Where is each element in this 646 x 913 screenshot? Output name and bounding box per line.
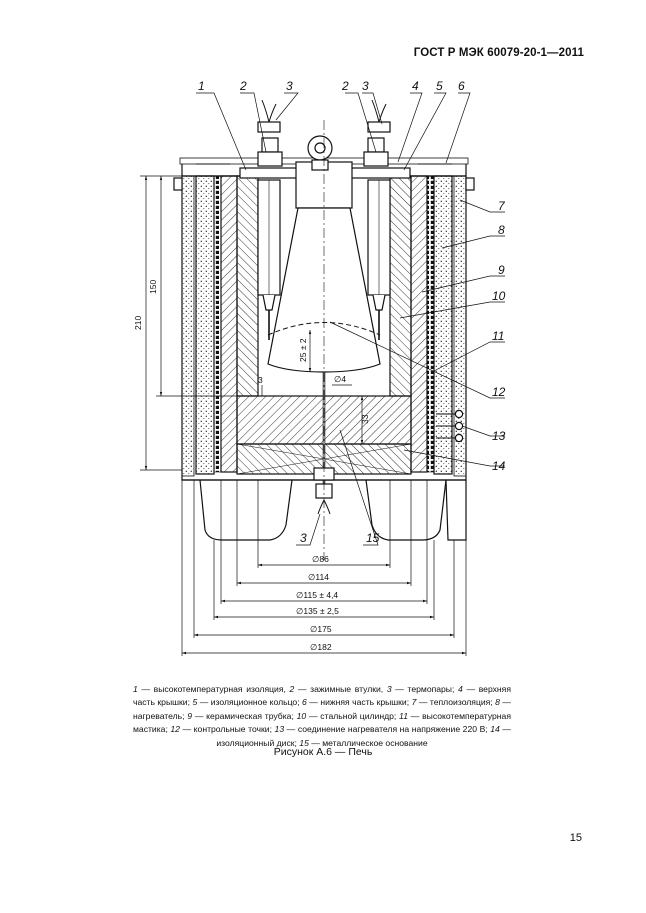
callout-1: 1 bbox=[198, 79, 205, 93]
callout-2-right: 2 bbox=[341, 79, 349, 93]
legend-item-15: 15 — металлическое основание bbox=[299, 737, 428, 748]
callout-4: 4 bbox=[412, 79, 419, 93]
legend-item-3: 3 — термопары; bbox=[386, 684, 459, 694]
callout-2-left: 2 bbox=[239, 79, 247, 93]
legend-item-8: 8 — нагреватель; bbox=[133, 697, 512, 721]
steel-cylinder-right bbox=[389, 175, 412, 397]
figure-title: Рисунок А.6 — Печь bbox=[273, 746, 373, 758]
legend-item-2: 2 — зажимные втулки, bbox=[289, 684, 387, 694]
legend-item-12: 12 — контрольные точки; bbox=[170, 724, 275, 735]
callout-9: 9 bbox=[498, 263, 505, 277]
dim-210: 210 bbox=[133, 316, 143, 330]
legend-item-11: 11 — высокотемпературная мастика; bbox=[133, 710, 511, 735]
dim-33: 33 bbox=[360, 414, 370, 424]
thermal-insulation-left bbox=[195, 175, 215, 475]
thermal-insulation-right bbox=[433, 175, 453, 475]
dim-d4: ∅4 bbox=[334, 374, 346, 384]
callout-3-right: 3 bbox=[362, 79, 369, 93]
legend-item-5: 5 — изоляционное кольцо; bbox=[192, 697, 303, 708]
leader-lines bbox=[196, 92, 505, 546]
dim-d135: ∅135 ± 2,5 bbox=[296, 606, 339, 616]
heater-left bbox=[213, 175, 222, 473]
dim-d115: ∅115 ± 4,4 bbox=[296, 590, 338, 600]
legend-item-1: 1 — высокотемпературная изоляция, bbox=[133, 684, 290, 694]
callout-12: 12 bbox=[492, 385, 506, 399]
legend-item-4: 4 — верхняя часть крышки; bbox=[133, 684, 511, 708]
page-number: 15 bbox=[569, 832, 582, 844]
callout-5: 5 bbox=[436, 79, 443, 93]
callout-labels: 1 2 3 2 3 4 5 6 7 8 9 10 11 12 13 14 3 1… bbox=[198, 79, 506, 545]
dim-d175: ∅175 bbox=[310, 624, 332, 634]
document-code: ГОСТ Р МЭК 60079-20-1—2011 bbox=[413, 47, 584, 59]
dim-25: 25 ± 2 bbox=[298, 338, 308, 362]
figure-legend: 1 — высокотемпературная изоляция, 2 — за… bbox=[133, 683, 511, 750]
dim-d182: ∅182 bbox=[310, 642, 332, 652]
callout-11: 11 bbox=[492, 329, 504, 343]
dim-d114: ∅114 bbox=[308, 572, 329, 582]
legend-item-10: 10 — стальной цилиндр; bbox=[296, 710, 400, 721]
ceramic-tube-right bbox=[410, 175, 428, 473]
dim-150: 150 bbox=[148, 280, 158, 294]
steel-cylinder-left bbox=[236, 175, 259, 397]
furnace-body bbox=[173, 99, 475, 560]
furnace-drawing: 1 2 3 2 3 4 5 6 7 8 9 10 11 12 13 14 3 1… bbox=[133, 79, 506, 656]
callout-3-bottom: 3 bbox=[300, 531, 307, 545]
legend-item-7: 7 — теплоизоляция; bbox=[411, 697, 496, 708]
callout-10: 10 bbox=[492, 289, 506, 303]
legend-item-9: 9 — керамическая трубка; bbox=[187, 710, 297, 721]
callout-14: 14 bbox=[492, 459, 506, 473]
legend-item-13: 13 — соединение нагревателя на напряжени… bbox=[274, 724, 491, 735]
callout-7: 7 bbox=[498, 199, 506, 213]
heater-right bbox=[426, 175, 435, 473]
callout-3-left: 3 bbox=[286, 79, 293, 93]
ceramic-tube-left bbox=[220, 175, 238, 473]
dimension-labels: 210 150 25 ± 2 ∅4 3 33 ∅86 ∅114 ∅115 ± 4… bbox=[133, 280, 370, 652]
dim-3: 3 bbox=[258, 375, 263, 385]
callout-13: 13 bbox=[492, 429, 506, 443]
legend-item-6: 6 — нижняя часть крышки; bbox=[302, 697, 412, 708]
callout-8: 8 bbox=[498, 223, 505, 237]
callout-15: 15 bbox=[366, 531, 380, 545]
metal-base-left bbox=[199, 479, 293, 541]
callout-6: 6 bbox=[458, 79, 465, 93]
dim-d86: ∅86 bbox=[312, 554, 329, 564]
metal-base-right bbox=[365, 479, 447, 541]
legend-item-14: 14 — изоляционный диск; bbox=[216, 724, 511, 748]
dimension-lines bbox=[140, 175, 467, 656]
